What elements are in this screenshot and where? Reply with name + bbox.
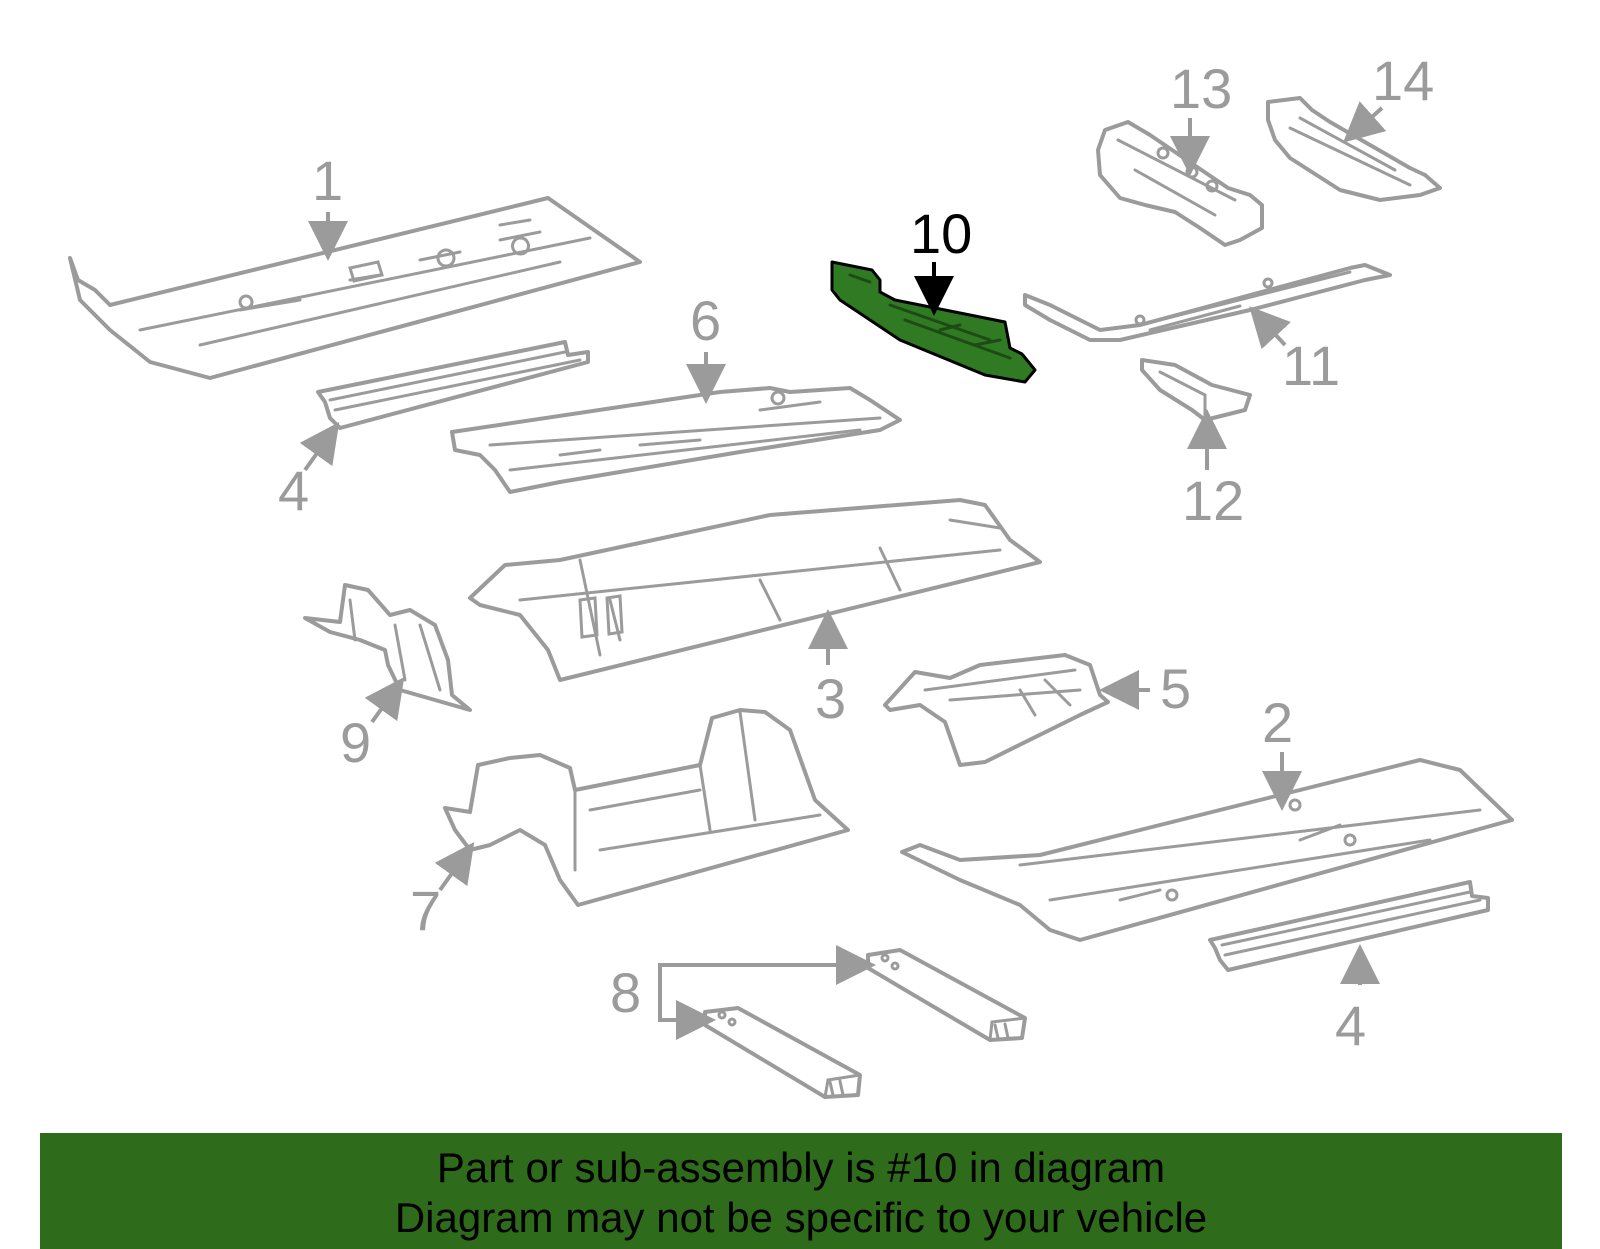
part-1-front-floor-pan[interactable] bbox=[68, 196, 642, 380]
part-12-bracket[interactable] bbox=[1140, 358, 1252, 422]
callout-14: 14 bbox=[1372, 49, 1434, 112]
callout-12: 12 bbox=[1182, 469, 1244, 532]
leader-8-lower bbox=[658, 992, 716, 1040]
part-8-bracket-lower[interactable] bbox=[703, 1006, 862, 1099]
leader-11 bbox=[1249, 306, 1291, 350]
callout-6: 6 bbox=[690, 289, 721, 352]
leader-7 bbox=[434, 841, 475, 892]
part-8-bracket-upper[interactable] bbox=[866, 948, 1027, 1042]
callout-4b: 4 bbox=[1335, 994, 1366, 1057]
part-14-bracket[interactable] bbox=[1266, 96, 1442, 202]
part-11-cross-member[interactable] bbox=[1023, 263, 1392, 342]
callout-4a: 4 bbox=[278, 459, 309, 522]
leader-14 bbox=[1343, 101, 1387, 143]
part-5-panel[interactable] bbox=[883, 653, 1110, 767]
banner-line-1: Part or sub-assembly is #10 in diagram bbox=[436, 1144, 1166, 1191]
callout-3: 3 bbox=[815, 667, 846, 730]
callout-5: 5 bbox=[1160, 657, 1191, 720]
part-6-side-member[interactable] bbox=[450, 386, 902, 494]
leader-9 bbox=[364, 677, 405, 724]
part-10-highlighted[interactable] bbox=[830, 260, 1037, 384]
part-4-sill-upper[interactable] bbox=[316, 340, 590, 430]
callout-2: 2 bbox=[1262, 691, 1293, 754]
leader-4a bbox=[299, 421, 340, 472]
part-9-bracket[interactable] bbox=[303, 583, 472, 712]
callout-11: 11 bbox=[1282, 334, 1340, 397]
info-banner: Part or sub-assembly is #10 in diagram D… bbox=[40, 1133, 1562, 1249]
leader-8-upper bbox=[658, 945, 876, 992]
part-13-bracket[interactable] bbox=[1096, 120, 1264, 247]
part-3-center-floor[interactable] bbox=[468, 498, 1042, 682]
callout-1: 1 bbox=[312, 149, 343, 212]
callout-13: 13 bbox=[1170, 57, 1232, 120]
callout-8: 8 bbox=[610, 961, 641, 1024]
parts-diagram: 1 4 6 10 13 14 11 bbox=[68, 49, 1514, 1099]
part-4-sill-lower[interactable] bbox=[1208, 880, 1490, 972]
callout-7: 7 bbox=[410, 879, 441, 942]
banner-line-2: Diagram may not be specific to your vehi… bbox=[394, 1194, 1208, 1241]
callout-9: 9 bbox=[340, 711, 371, 774]
callout-10: 10 bbox=[910, 202, 972, 265]
part-7-rear-rail[interactable] bbox=[443, 708, 850, 907]
